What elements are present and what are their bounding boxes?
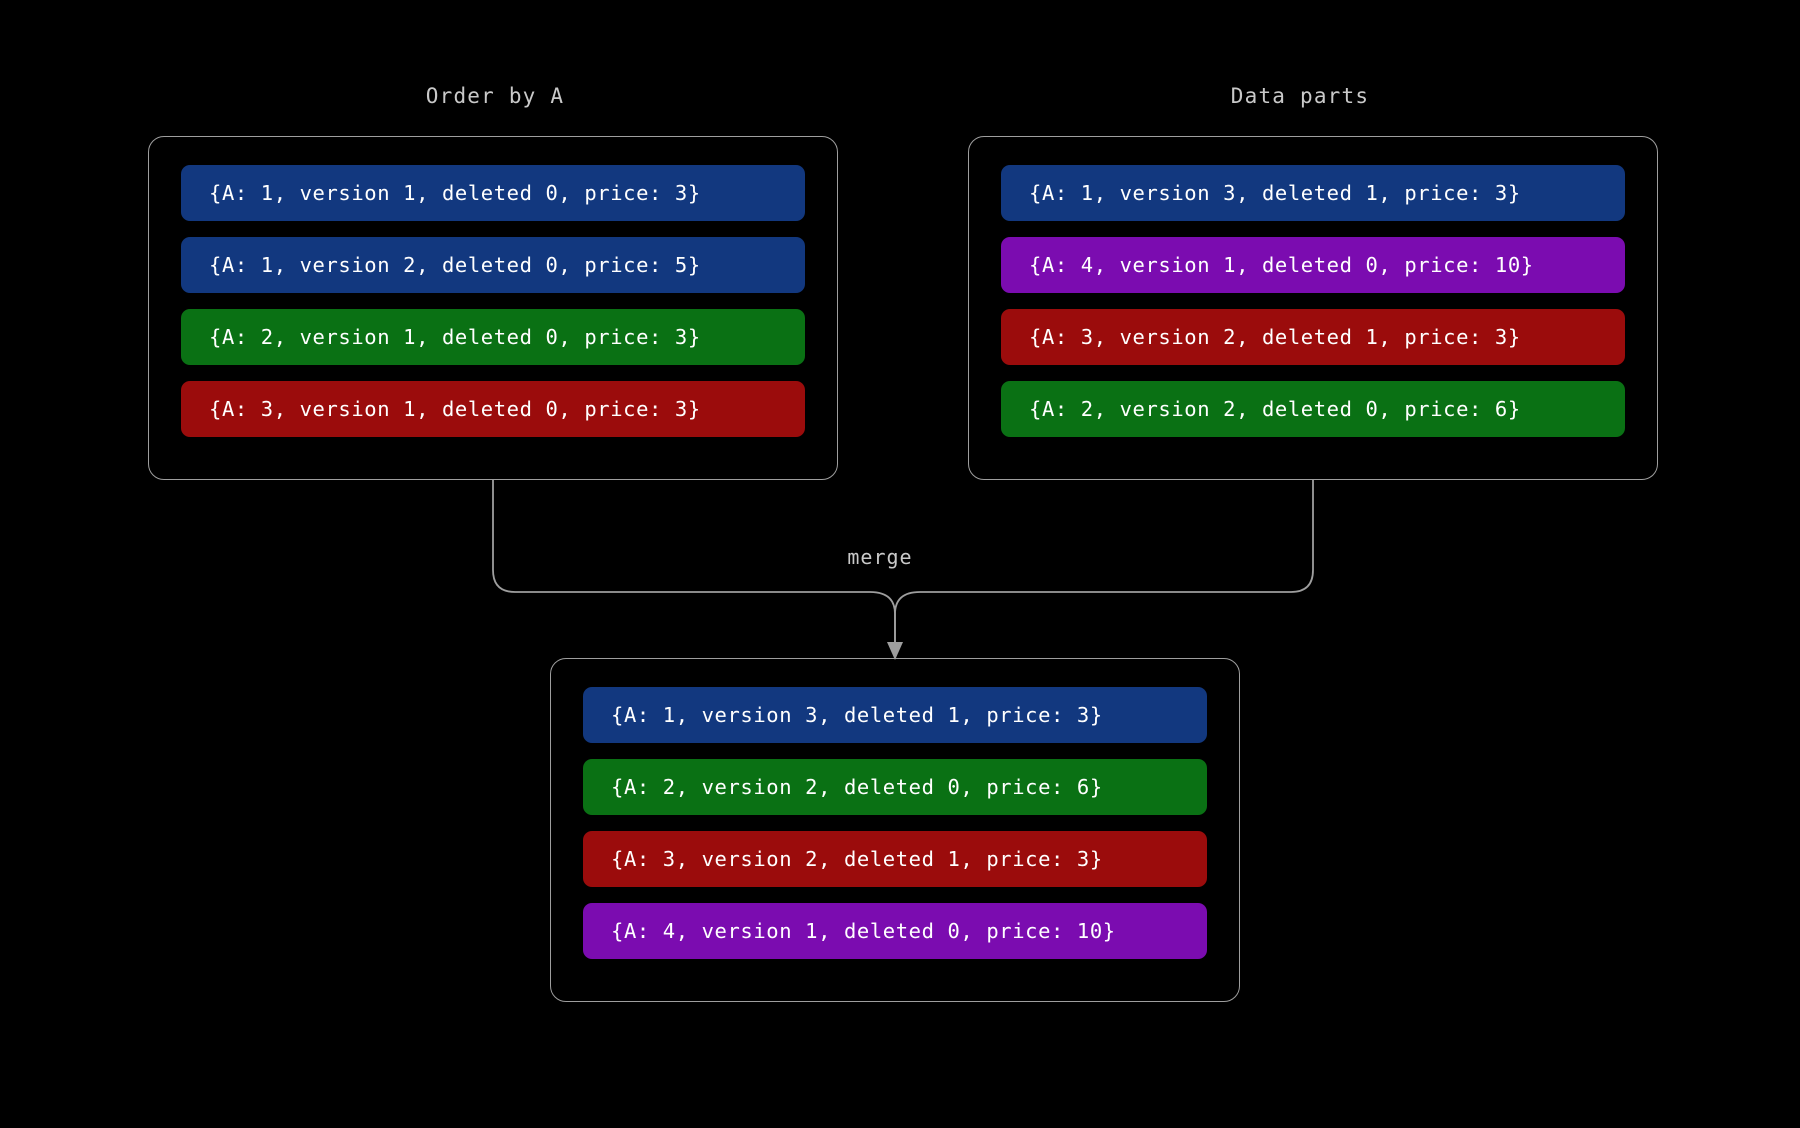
data-row: {A: 1, version 2, deleted 0, price: 5} (181, 237, 805, 293)
panel-merged-result: {A: 1, version 3, deleted 1, price: 3} {… (550, 658, 1240, 1002)
panel-title-order-by-a: Order by A (425, 84, 565, 108)
panel-title-data-parts: Data parts (1230, 84, 1370, 108)
data-row: {A: 1, version 3, deleted 1, price: 3} (1001, 165, 1625, 221)
data-row: {A: 4, version 1, deleted 0, price: 10} (583, 903, 1207, 959)
data-row: {A: 1, version 3, deleted 1, price: 3} (583, 687, 1207, 743)
data-row: {A: 2, version 1, deleted 0, price: 3} (181, 309, 805, 365)
data-row: {A: 2, version 2, deleted 0, price: 6} (1001, 381, 1625, 437)
data-row: {A: 2, version 2, deleted 0, price: 6} (583, 759, 1207, 815)
data-row: {A: 1, version 1, deleted 0, price: 3} (181, 165, 805, 221)
merge-label: merge (847, 545, 913, 569)
data-row: {A: 3, version 2, deleted 1, price: 3} (1001, 309, 1625, 365)
row-list-order-by-a: {A: 1, version 1, deleted 0, price: 3} {… (181, 165, 805, 437)
data-row: {A: 4, version 1, deleted 0, price: 10} (1001, 237, 1625, 293)
row-list-merged: {A: 1, version 3, deleted 1, price: 3} {… (583, 687, 1207, 959)
panel-data-parts: {A: 1, version 3, deleted 1, price: 3} {… (968, 136, 1658, 480)
data-row: {A: 3, version 1, deleted 0, price: 3} (181, 381, 805, 437)
data-row: {A: 3, version 2, deleted 1, price: 3} (583, 831, 1207, 887)
row-list-data-parts: {A: 1, version 3, deleted 1, price: 3} {… (1001, 165, 1625, 437)
panel-order-by-a: {A: 1, version 1, deleted 0, price: 3} {… (148, 136, 838, 480)
